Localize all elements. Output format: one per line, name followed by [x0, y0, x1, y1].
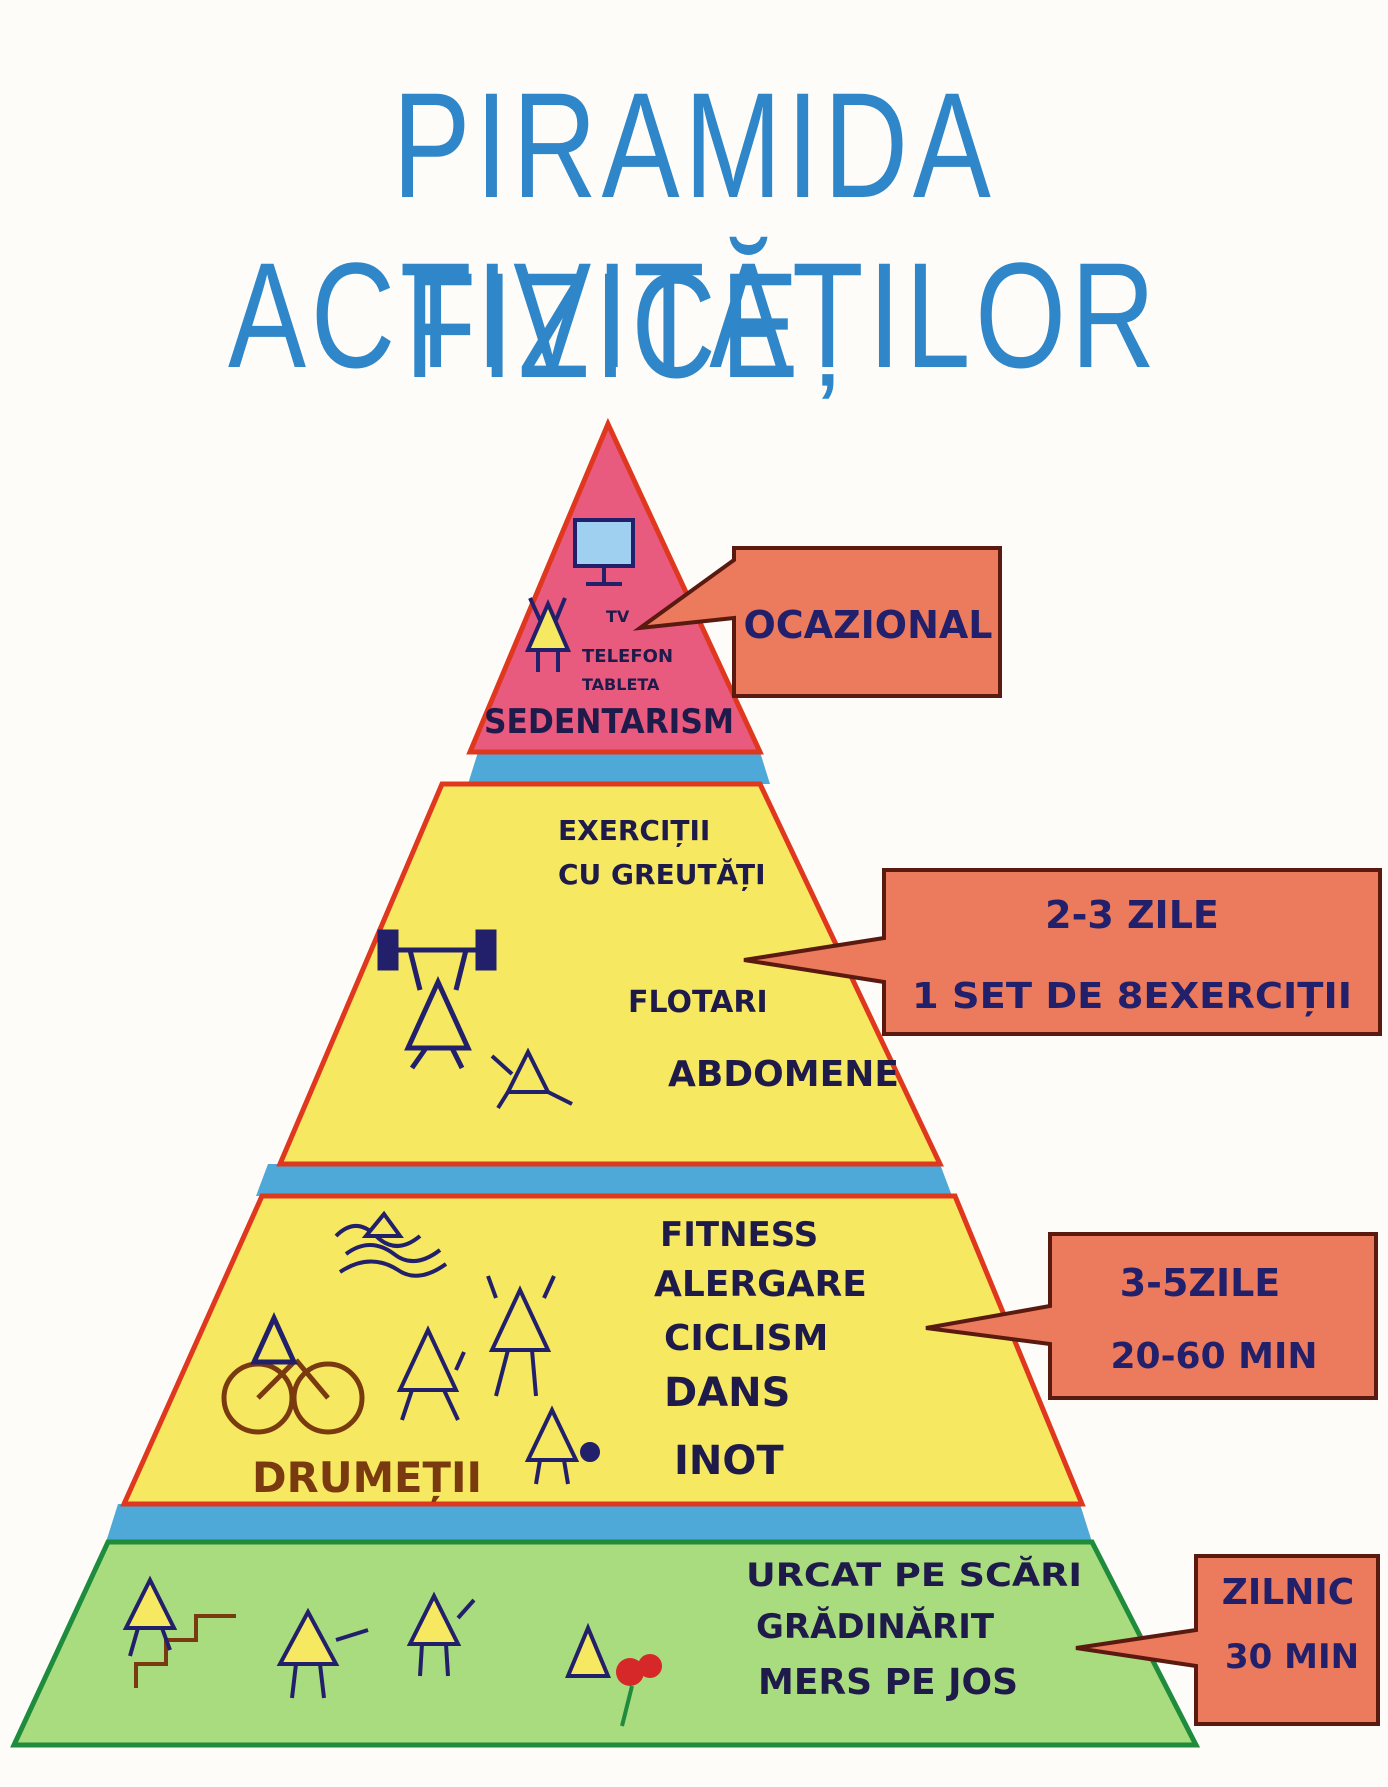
gardener-icon	[406, 1591, 476, 1677]
walker-icon	[276, 1607, 369, 1699]
band-3	[106, 1504, 1092, 1542]
top-label-sedentarism: SEDENTARISM	[484, 702, 734, 742]
tier-third-aerobic	[120, 1193, 1086, 1507]
callout-2-3-zile-line2: 1 SET DE 8EXERCIȚII	[912, 976, 1352, 1017]
poster-title-line2: FIZICE	[404, 241, 804, 409]
third-activity-alergare: ALERGARE	[654, 1264, 867, 1305]
third-activity-dans: DANS	[664, 1370, 790, 1416]
walker-icon	[524, 1405, 600, 1485]
callout-3-5-zile-line1: 3-5ZILE	[1120, 1261, 1281, 1305]
callout-3-5-zile-line2: 20-60 MIN	[1110, 1336, 1317, 1377]
second-activity-cu-greutati: CU GREUTĂȚI	[558, 857, 766, 891]
callout-zilnic: ZILNIC 30 MIN	[1075, 1554, 1380, 1726]
callout-zilnic-line1: ZILNIC	[1222, 1572, 1354, 1613]
second-activity-abdomene: ABDOMENE	[668, 1054, 899, 1095]
callout-ocazional: OCAZIONAL	[632, 546, 1002, 698]
callout-2-3-zile-line1: 2-3 ZILE	[1045, 893, 1219, 937]
poster-title-line1: PIRAMIDA ACTIVITĂȚILOR	[228, 61, 1160, 399]
callout-ocazional-text: OCAZIONAL	[743, 603, 992, 647]
flower-icon	[565, 1622, 662, 1727]
third-activity-ciclism: CICLISM	[664, 1318, 828, 1359]
dancer-icon	[486, 1275, 556, 1397]
third-activity-inot: INOT	[674, 1438, 784, 1484]
callout-zilnic-line2: 30 MIN	[1225, 1637, 1359, 1677]
callout-3-5-zile: 3-5ZILE 20-60 MIN	[925, 1232, 1378, 1400]
base-activity-urcat: URCAT PE SCĂRI	[746, 1556, 1082, 1594]
base-activity-mers-pe-jos: MERS PE JOS	[758, 1662, 1018, 1703]
third-activity-drumetii: DRUMEȚII	[252, 1453, 482, 1503]
monitor-icon	[573, 518, 635, 586]
top-activity-tableta: TABLETA	[582, 675, 660, 694]
band-2	[256, 1164, 952, 1196]
second-activity-exercitii: EXERCIȚII	[558, 814, 710, 847]
situp-figure-icon	[490, 1047, 573, 1110]
second-activity-flotari: FLOTARI	[628, 985, 768, 1020]
tier-top-sedentarism	[466, 417, 764, 755]
top-activity-tv: TV	[606, 607, 630, 626]
top-activity-telefon: TELEFON	[582, 646, 673, 667]
stick-figure-icon	[524, 597, 572, 672]
cyclist-icon	[221, 1311, 365, 1435]
third-activity-fitness: FITNESS	[660, 1215, 818, 1255]
weightlifter-icon	[377, 929, 497, 1070]
swimmer-icon	[334, 1210, 448, 1278]
tier-base-daily	[10, 1539, 1201, 1748]
runner-icon	[396, 1325, 466, 1421]
tier-second-strength	[276, 781, 944, 1167]
callout-2-3-zile: 2-3 ZILE 1 SET DE 8EXERCIȚII	[743, 868, 1382, 1036]
base-activity-gradinarit: GRĂDINĂRIT	[756, 1606, 995, 1647]
band-1	[468, 752, 770, 784]
stair-climber-icon	[122, 1575, 236, 1688]
